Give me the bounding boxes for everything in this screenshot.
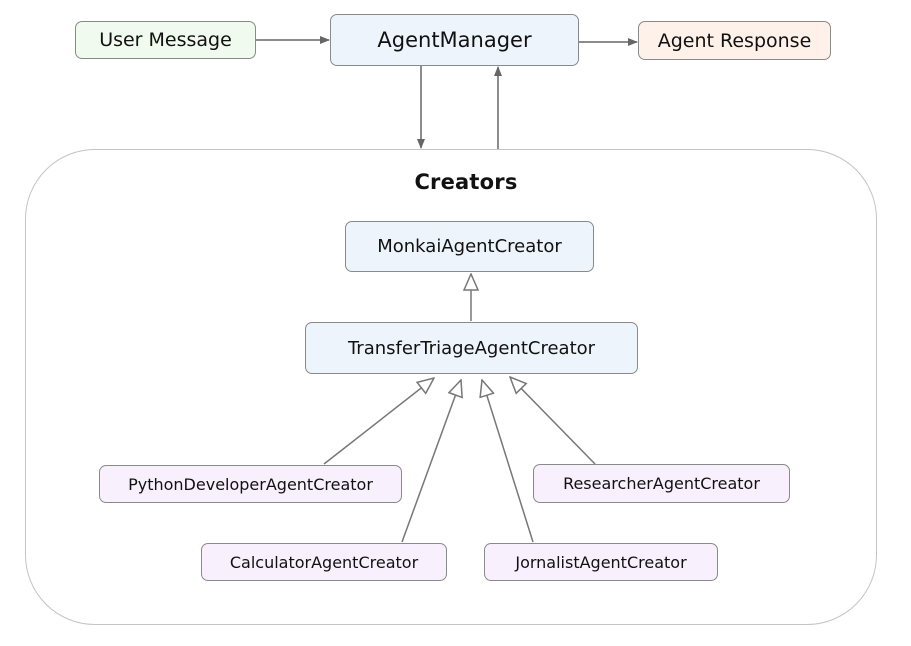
monkai-agent-creator-node: MonkaiAgentCreator xyxy=(345,221,594,272)
python-developer-agent-creator-node: PythonDeveloperAgentCreator xyxy=(99,465,402,503)
agent-response-node: Agent Response xyxy=(638,21,831,60)
creators-group-title: Creators xyxy=(414,170,518,194)
transfer-triage-agent-creator-node: TransferTriageAgentCreator xyxy=(305,322,638,374)
calculator-agent-creator-node: CalculatorAgentCreator xyxy=(201,543,447,581)
researcher-agent-creator-node: ResearcherAgentCreator xyxy=(533,464,790,503)
jornalist-agent-creator-node: JornalistAgentCreator xyxy=(484,543,718,581)
agent-manager-node: AgentManager xyxy=(330,14,579,66)
user-message-node: User Message xyxy=(75,21,256,59)
